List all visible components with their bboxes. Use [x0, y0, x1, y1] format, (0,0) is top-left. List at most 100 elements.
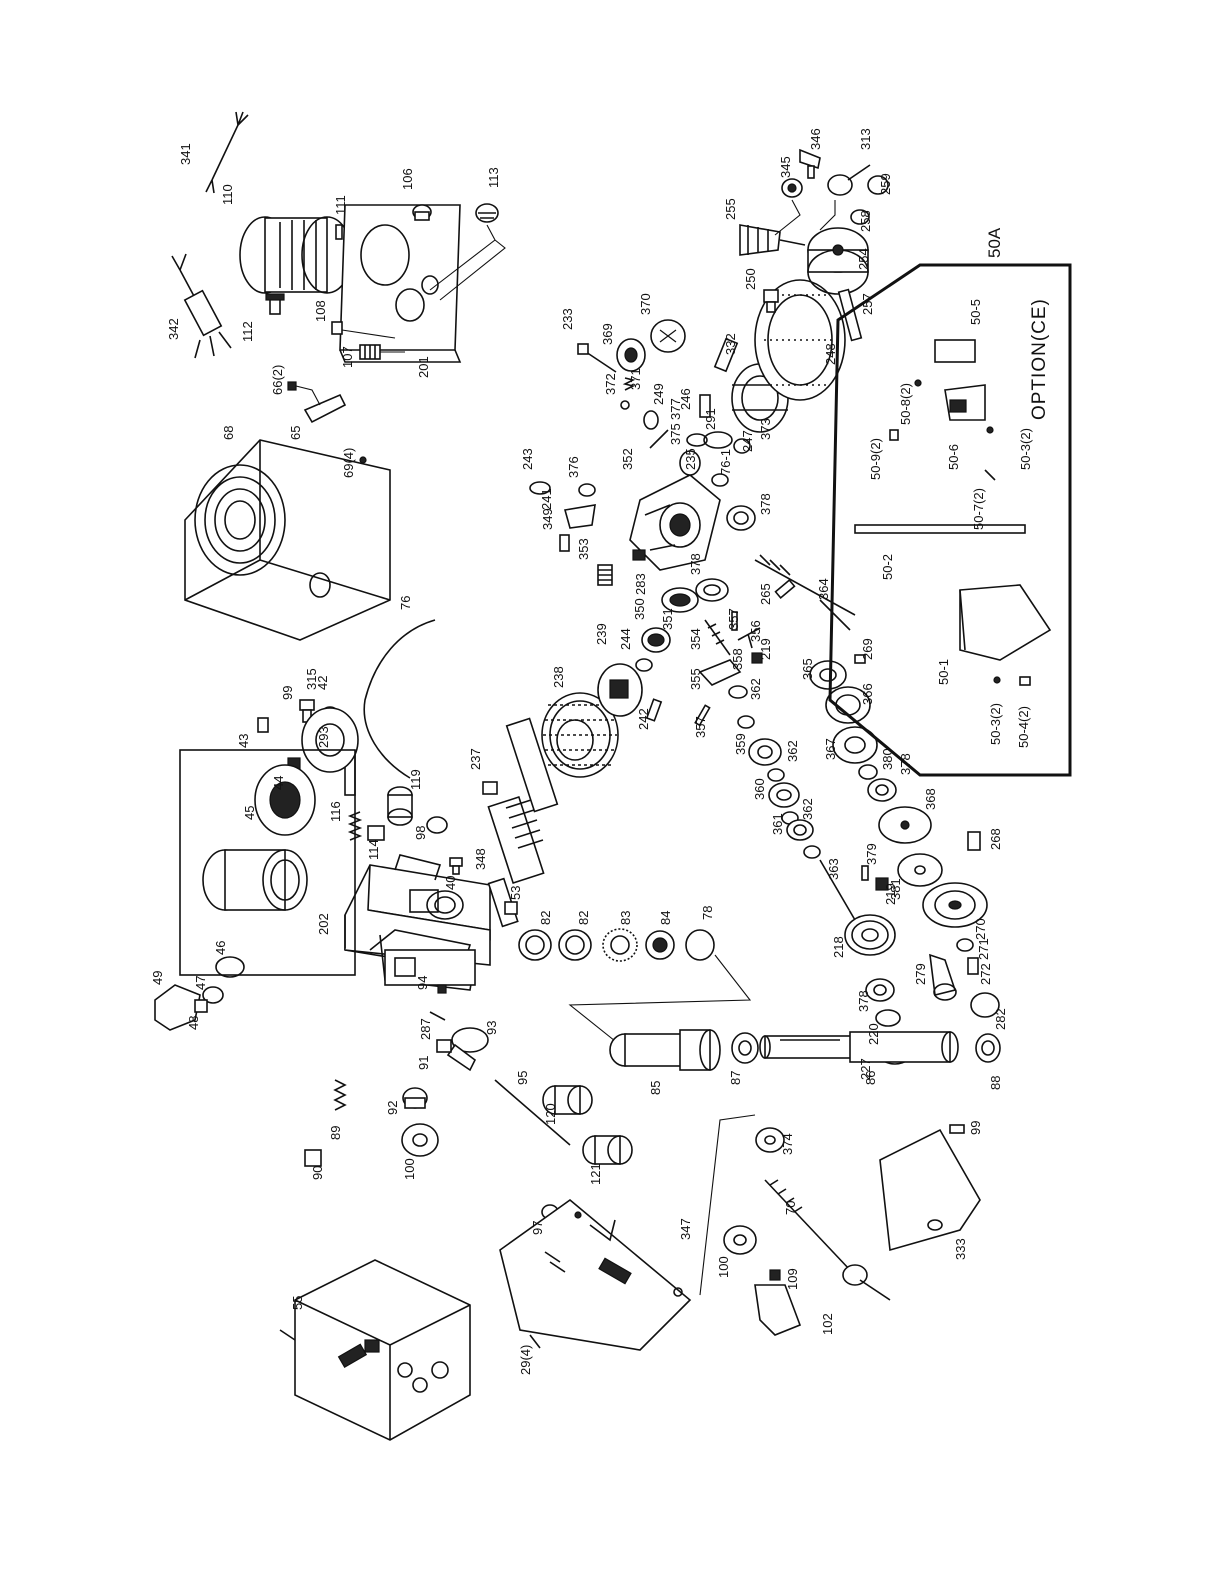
- part-label-69: 69(4): [341, 448, 356, 478]
- screw-50-4: [1019, 676, 1031, 686]
- switch-50-6: [944, 384, 986, 421]
- part-label-114: 114: [366, 839, 381, 860]
- part-label-50-9: 50-9(2): [868, 438, 883, 480]
- part-label-366: 366: [860, 683, 875, 705]
- screw-111: [335, 224, 343, 240]
- knob-106: [412, 204, 432, 221]
- part-label-272: 272: [978, 963, 993, 985]
- knob-92: [402, 1087, 428, 1109]
- part-label-362a: 362: [748, 678, 763, 700]
- ring-244: [635, 658, 653, 672]
- part-label-381: 381: [888, 878, 903, 900]
- part-label-345: 345: [778, 156, 793, 178]
- pin-357a: [731, 611, 738, 631]
- part-label-239: 239: [594, 623, 609, 645]
- gear-369: [616, 338, 646, 372]
- part-label-50-8: 50-8(2): [898, 383, 913, 425]
- nut-114: [367, 825, 385, 841]
- belt-76: [363, 619, 436, 779]
- block-91: [436, 1039, 452, 1053]
- part-label-90: 90: [310, 1166, 325, 1180]
- part-label-257: 257: [860, 293, 875, 315]
- screw-66: [287, 381, 297, 391]
- part-label-70: 70: [783, 1201, 798, 1215]
- screw-50-7: [984, 469, 996, 481]
- part-label-374: 374: [780, 1133, 795, 1155]
- gear-218: [844, 914, 896, 956]
- ring-376: [578, 483, 596, 497]
- part-label-50-1: 50-1: [936, 659, 951, 685]
- part-label-99b: 99: [968, 1121, 983, 1135]
- screw-283: [632, 549, 646, 561]
- part-label-351: 351: [660, 608, 675, 630]
- part-label-93: 93: [484, 1021, 499, 1035]
- washer-100b: [723, 1225, 757, 1255]
- part-label-287: 287: [418, 1018, 433, 1040]
- gear-359: [748, 738, 782, 766]
- part-label-112: 112: [240, 321, 255, 342]
- shaft-363: [819, 859, 856, 921]
- part-label-283: 283: [633, 573, 648, 595]
- part-label-95: 95: [515, 1071, 530, 1085]
- gear-367: [832, 726, 878, 764]
- ring-358: [728, 685, 748, 699]
- pin-246: [699, 394, 711, 418]
- part-label-42: 42: [315, 676, 330, 690]
- part-label-76: 76: [398, 596, 413, 610]
- part-label-354: 354: [688, 628, 703, 650]
- ring-380: [858, 764, 878, 780]
- ring-220: [875, 1009, 901, 1027]
- sleeve-120: [542, 1085, 593, 1115]
- screw-29: [529, 1334, 541, 1349]
- part-label-119: 119: [408, 769, 423, 790]
- spring-371: [622, 377, 636, 391]
- plate-381: [897, 853, 943, 887]
- part-label-371: 371: [628, 368, 643, 390]
- part-label-375: 375: [668, 423, 683, 445]
- ring-375: [686, 433, 708, 447]
- part-label-258: 258: [858, 210, 873, 232]
- pin-40: [449, 857, 463, 875]
- part-label-357a: 357: [726, 608, 741, 630]
- part-label-92: 92: [385, 1101, 400, 1115]
- key-379: [861, 865, 869, 881]
- part-label-50-7: 50-7(2): [971, 488, 986, 530]
- clutch-239: [597, 663, 643, 717]
- bearing-378d: [865, 978, 895, 1002]
- part-label-378b: 378: [758, 493, 773, 515]
- pin-237: [482, 781, 498, 795]
- screw-377: [649, 429, 669, 449]
- ring-47: [215, 956, 245, 978]
- part-label-363: 363: [826, 858, 841, 880]
- part-label-293: 293: [316, 726, 331, 748]
- belt-cover-68: [184, 439, 391, 641]
- part-label-362c: 362: [800, 798, 815, 820]
- part-label-76-1: 76-1: [718, 449, 733, 475]
- flange-42: [301, 707, 359, 773]
- part-label-279: 279: [913, 963, 928, 985]
- screw-69: [359, 456, 367, 464]
- part-label-100b: 100: [716, 1256, 731, 1278]
- bearing-87: [731, 1032, 759, 1064]
- part-label-227: 227: [858, 1058, 873, 1080]
- part-label-332: 332: [723, 333, 738, 355]
- washer-271: [956, 938, 974, 952]
- part-label-233: 233: [560, 308, 575, 330]
- bearing-84: [645, 930, 675, 960]
- guard-50-1: [959, 584, 1052, 661]
- ring-362d: [803, 845, 821, 859]
- nut-90: [304, 1149, 322, 1167]
- part-label-121: 121: [588, 1163, 603, 1185]
- nut-82a: [518, 929, 552, 961]
- part-label-348: 348: [473, 848, 488, 870]
- part-label-246: 246: [678, 388, 693, 410]
- part-label-50-3b: 50-3(2): [1018, 428, 1033, 470]
- part-label-347: 347: [678, 1218, 693, 1240]
- pin-108: [331, 321, 343, 335]
- screw-55: [279, 1329, 296, 1341]
- part-label-113: 113: [486, 167, 501, 188]
- screw-53: [504, 901, 518, 915]
- washer-50-3b: [986, 426, 994, 434]
- knob-259: [867, 175, 889, 195]
